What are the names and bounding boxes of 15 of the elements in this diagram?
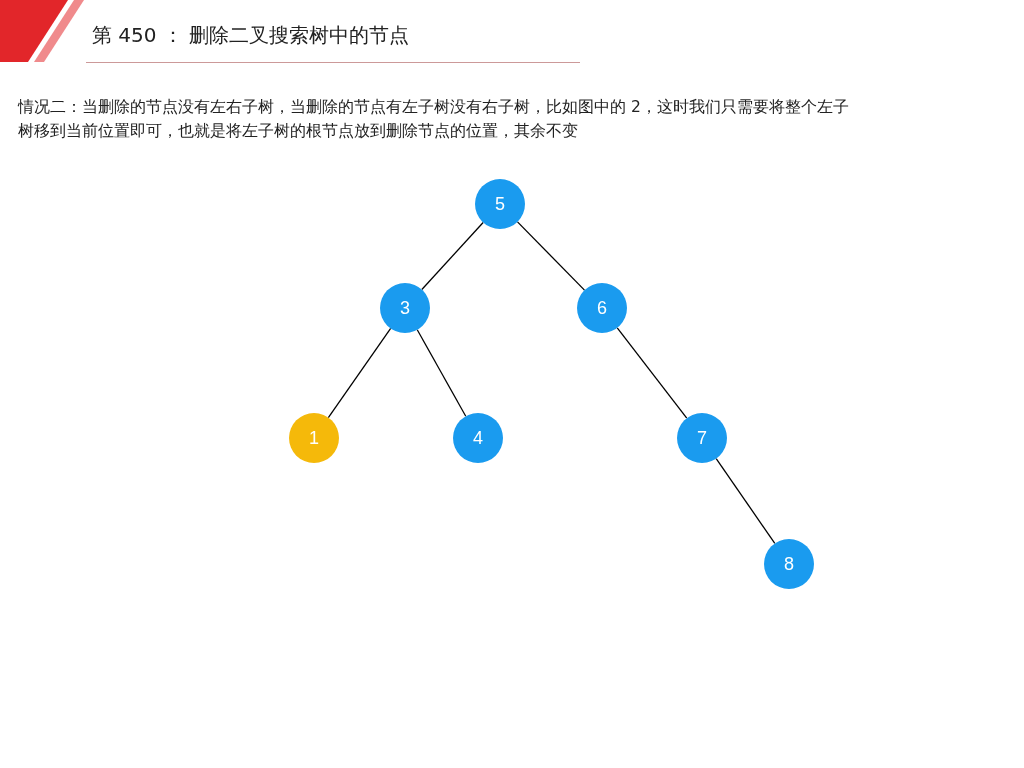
tree-node: 7 bbox=[677, 413, 727, 463]
edge-line bbox=[327, 327, 392, 419]
edge-line bbox=[516, 221, 586, 291]
edge-line bbox=[715, 457, 776, 545]
tree-node: 8 bbox=[764, 539, 814, 589]
tree-node: 5 bbox=[475, 179, 525, 229]
tree-node: 3 bbox=[380, 283, 430, 333]
description-text: 情况二：当删除的节点没有左右子树，当删除的节点有左子树没有右子树，比如图中的 2，这时我们只需要将整个左子树移到当前位置即可，也就是将左子树的根节点放到删除节点的位置，其余不变 bbox=[18, 97, 850, 142]
tree-node: 1 bbox=[289, 413, 339, 463]
edge-line bbox=[616, 327, 688, 419]
tree-node: 6 bbox=[577, 283, 627, 333]
title: 第 450 ： 删除二叉搜索树中的节点 bbox=[92, 22, 410, 49]
edge-line bbox=[416, 329, 467, 417]
tree-node: 4 bbox=[453, 413, 503, 463]
edge-line bbox=[421, 221, 484, 291]
